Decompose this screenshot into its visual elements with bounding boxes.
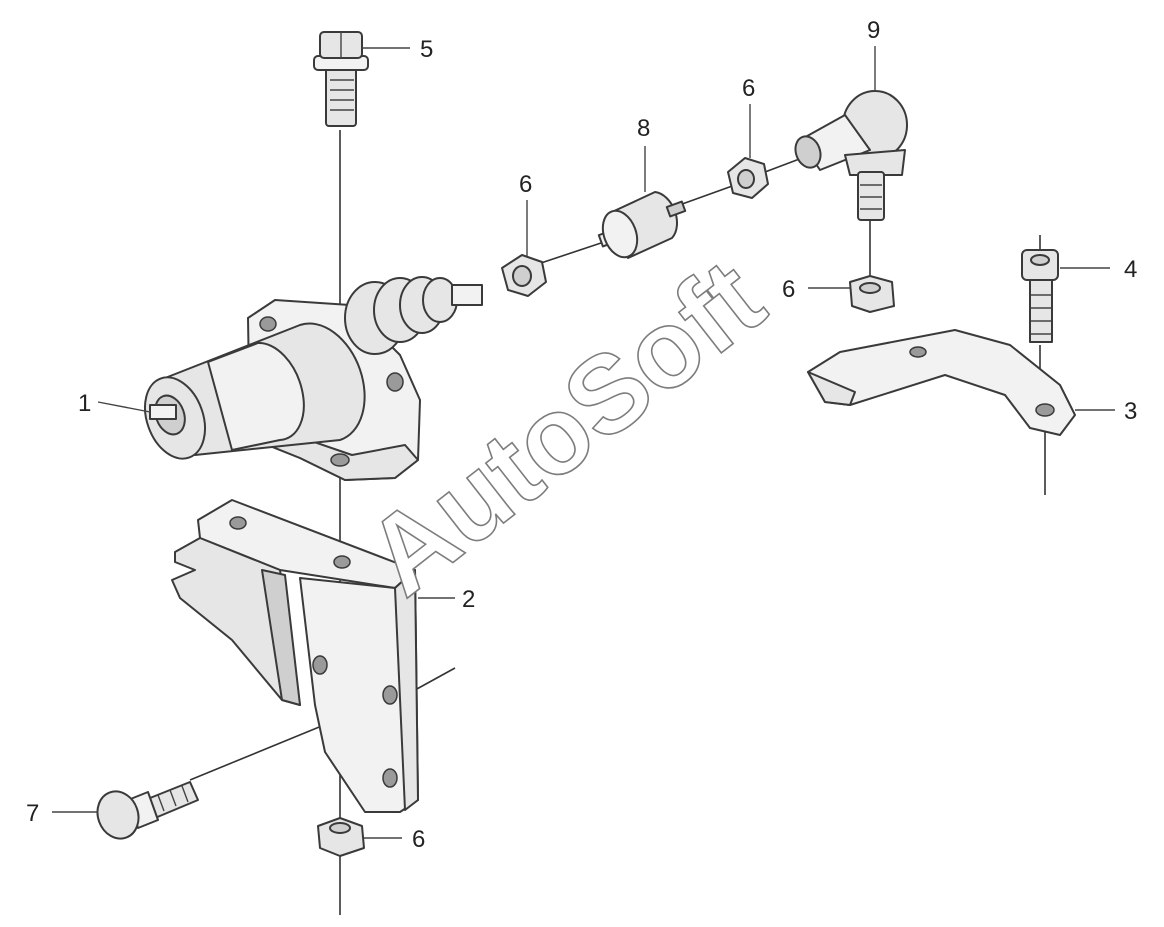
screw-4 (1021, 249, 1059, 343)
nut-6-d (317, 817, 365, 857)
callout-9: 9 (867, 17, 880, 44)
callout-1: 1 (78, 390, 91, 417)
callouts: 1 2 3 4 5 6 6 6 6 7 8 9 (26, 17, 1137, 853)
bolt-7 (96, 781, 199, 840)
callout-5: 5 (420, 36, 433, 63)
solenoid-1 (144, 276, 483, 481)
callout-6-a: 6 (519, 171, 532, 198)
callout-6-c: 6 (782, 276, 795, 303)
callout-3: 3 (1124, 398, 1137, 425)
nut-6-b (727, 157, 769, 199)
callout-6-b: 6 (742, 75, 755, 102)
bracket-2 (171, 499, 419, 813)
callout-4: 4 (1124, 256, 1137, 283)
lever-3 (807, 329, 1076, 436)
callout-8: 8 (637, 115, 650, 142)
callout-2: 2 (462, 586, 475, 613)
spacer-8 (597, 191, 687, 259)
nut-6-a (501, 254, 547, 297)
callout-7: 7 (26, 800, 39, 827)
ball-joint-9 (794, 90, 908, 221)
bolt-5 (313, 31, 369, 127)
nut-6-c (849, 275, 895, 313)
callout-6-d: 6 (412, 826, 425, 853)
